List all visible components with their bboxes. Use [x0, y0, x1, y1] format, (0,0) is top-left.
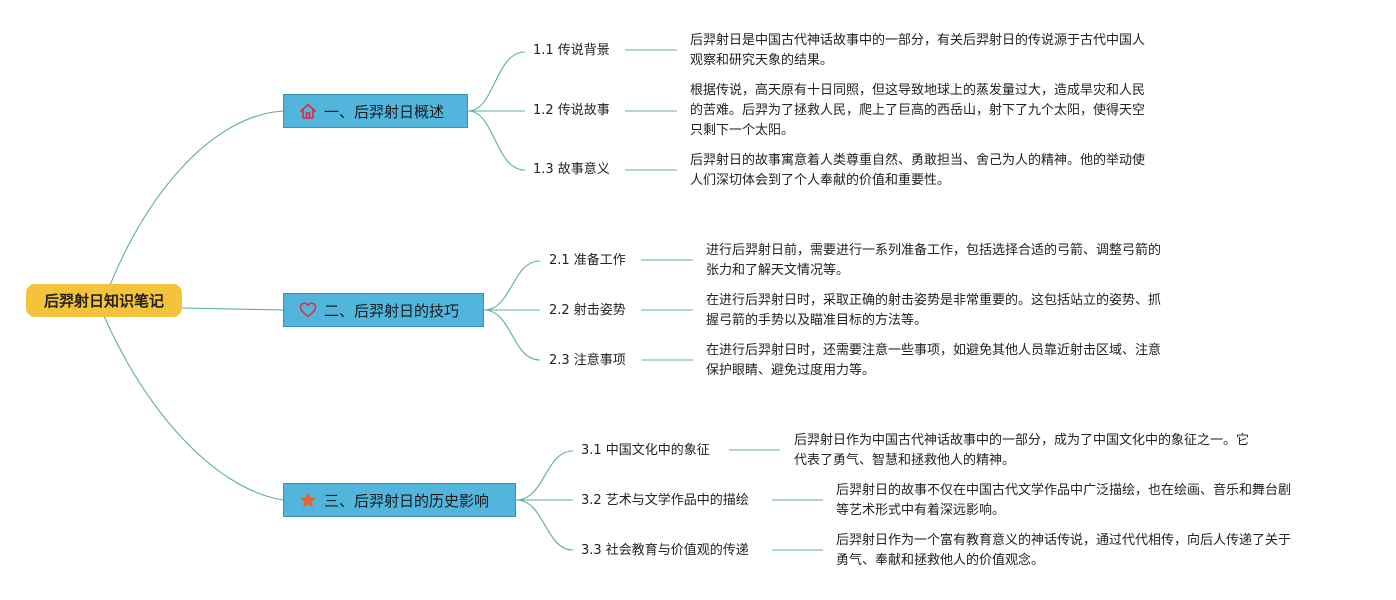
- branch-label: 一、后羿射日概述: [324, 102, 445, 121]
- branch-techniques[interactable]: 二、后羿射日的技巧: [283, 293, 484, 327]
- subtopic-social-education[interactable]: 3.3 社会教育与价值观的传递: [581, 543, 749, 558]
- branch-label: 三、后羿射日的历史影响: [324, 491, 490, 510]
- star-icon: [299, 491, 317, 509]
- house-icon: [299, 102, 317, 120]
- subtopic-legend-background[interactable]: 1.1 传说背景: [533, 43, 610, 58]
- branch-label: 二、后羿射日的技巧: [324, 301, 460, 320]
- subtopic-cultural-symbol[interactable]: 3.1 中国文化中的象征: [581, 443, 710, 458]
- subtopic-shooting-posture[interactable]: 2.2 射击姿势: [549, 303, 626, 318]
- subtopic-preparation[interactable]: 2.1 准备工作: [549, 253, 626, 268]
- root-node[interactable]: 后羿射日知识笔记: [26, 284, 182, 317]
- subtopic-legend-story[interactable]: 1.2 传说故事: [533, 103, 610, 118]
- subtopic-precautions[interactable]: 2.3 注意事项: [549, 353, 626, 368]
- root-label: 后羿射日知识笔记: [43, 292, 164, 310]
- branch-historical-impact[interactable]: 三、后羿射日的历史影响: [283, 483, 516, 517]
- description-art-literature: 后羿射日的故事不仅在中国古代文学作品中广泛描绘，也在绘画、音乐和舞台剧 等艺术形…: [836, 483, 1292, 518]
- heart-icon: [299, 301, 317, 319]
- description-social-education: 后羿射日作为一个富有教育意义的神话传说，通过代代相传，向后人传递了关于 勇气、奉…: [836, 533, 1292, 568]
- description-preparation: 进行后羿射日前，需要进行一系列准备工作，包括选择合适的弓箭、调整弓箭的 张力和了…: [706, 243, 1162, 278]
- description-legend-background: 后羿射日是中国古代神话故事中的一部分，有关后羿射日的传说源于古代中国人 观察和研…: [690, 33, 1146, 68]
- description-legend-story: 根据传说，高天原有十日同照，但这导致地球上的蒸发量过大，造成旱灾和人民 的苦难。…: [690, 83, 1146, 138]
- subtopic-art-literature[interactable]: 3.2 艺术与文学作品中的描绘: [581, 493, 749, 508]
- description-story-meaning: 后羿射日的故事寓意着人类尊重自然、勇敢担当、舍己为人的精神。他的举动使 人们深切…: [690, 153, 1146, 188]
- description-precautions: 在进行后羿射日时，还需要注意一些事项，如避免其他人员靠近射击区域、注意 保护眼睛…: [706, 343, 1162, 378]
- description-cultural-symbol: 后羿射日作为中国古代神话故事中的一部分，成为了中国文化中的象征之一。它 代表了勇…: [794, 433, 1250, 468]
- description-shooting-posture: 在进行后羿射日时，采取正确的射击姿势是非常重要的。这包括站立的姿势、抓 握弓箭的…: [706, 293, 1162, 328]
- branch-overview[interactable]: 一、后羿射日概述: [283, 94, 468, 128]
- subtopic-story-meaning[interactable]: 1.3 故事意义: [533, 162, 610, 177]
